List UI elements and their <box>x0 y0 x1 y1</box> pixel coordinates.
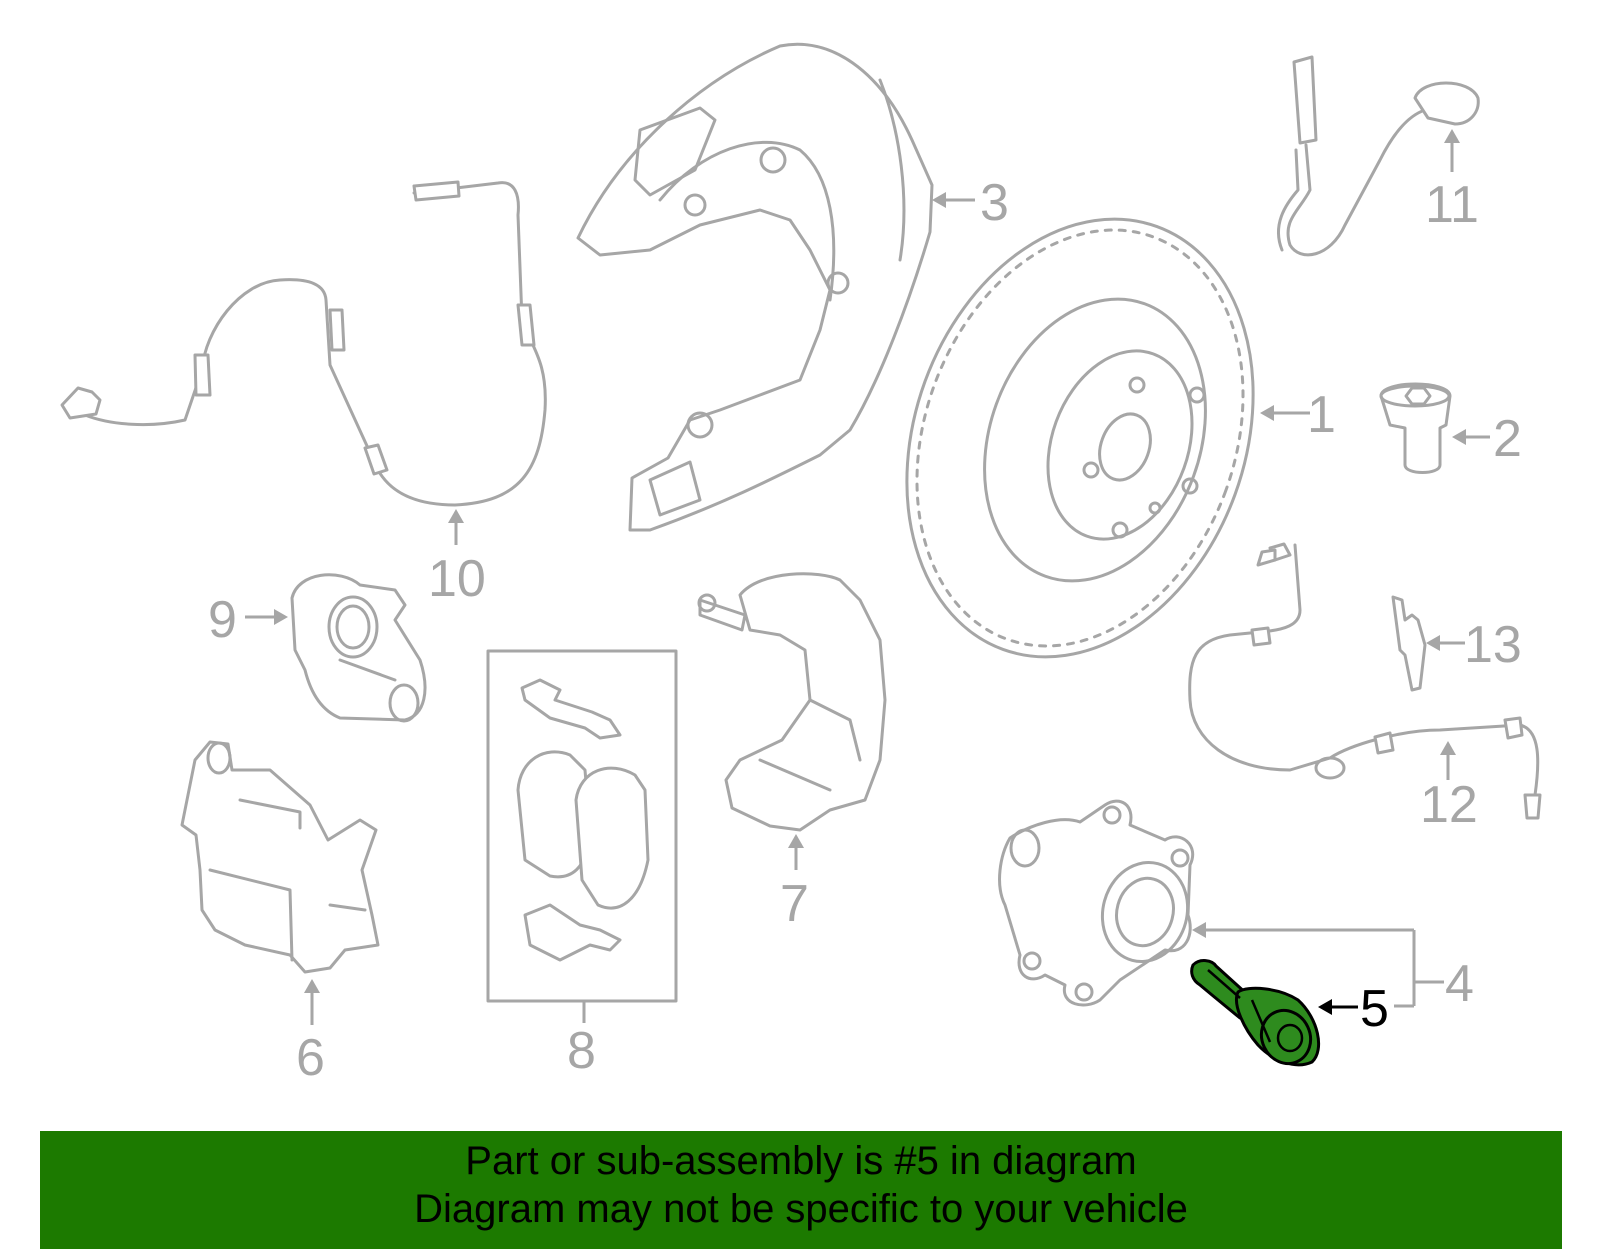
part-10-sensor-wire <box>60 180 547 507</box>
callout-2: 2 <box>1452 410 1522 468</box>
part-11-wear-sensor <box>1276 55 1480 257</box>
callout-6: 6 <box>296 979 325 1087</box>
callout-6-label: 6 <box>296 1029 325 1087</box>
callout-4-label: 4 <box>1445 955 1474 1013</box>
part-2-screw <box>1379 382 1452 474</box>
part-4-wheel-hub <box>998 799 1195 1007</box>
callout-10-label: 10 <box>428 550 486 608</box>
banner-line-1: Part or sub-assembly is #5 in diagram <box>465 1139 1137 1183</box>
callout-11: 11 <box>1425 129 1479 234</box>
part-8-brake-pad-kit <box>486 649 678 1003</box>
callout-3-label: 3 <box>980 174 1009 232</box>
callout-7-label: 7 <box>780 875 809 933</box>
callout-5: 5 <box>1318 980 1389 1038</box>
part-13-clip <box>1391 595 1427 692</box>
callout-8: 8 <box>567 1001 596 1080</box>
callout-10: 10 <box>428 509 486 608</box>
part-5-wheel-bolt <box>1190 959 1321 1067</box>
callout-2-label: 2 <box>1493 410 1522 468</box>
info-banner: Part or sub-assembly is #5 in diagram Di… <box>40 1131 1562 1249</box>
callout-7: 7 <box>780 834 809 933</box>
callout-1: 1 <box>1260 386 1336 444</box>
callout-11-label: 11 <box>1425 176 1479 234</box>
callout-13-label: 13 <box>1464 616 1522 674</box>
part-9-actuator <box>290 573 427 723</box>
callout-9-label: 9 <box>208 591 237 649</box>
callout-5-label: 5 <box>1360 980 1389 1038</box>
callout-3: 3 <box>932 174 1009 232</box>
part-1-brake-rotor <box>905 217 1255 659</box>
part-6-caliper <box>180 740 380 974</box>
callout-1-label: 1 <box>1307 386 1336 444</box>
callout-9: 9 <box>208 591 288 649</box>
callout-12-label: 12 <box>1420 776 1478 834</box>
callout-8-label: 8 <box>567 1022 596 1080</box>
part-12-sensor-wire <box>1188 542 1542 820</box>
part-7-caliper-carrier <box>697 572 887 832</box>
banner-line-2: Diagram may not be specific to your vehi… <box>414 1187 1188 1231</box>
part-3-splash-shield <box>576 42 934 532</box>
callout-12: 12 <box>1420 741 1478 834</box>
callout-4: 4 <box>1192 922 1474 1013</box>
callout-13: 13 <box>1426 616 1522 674</box>
